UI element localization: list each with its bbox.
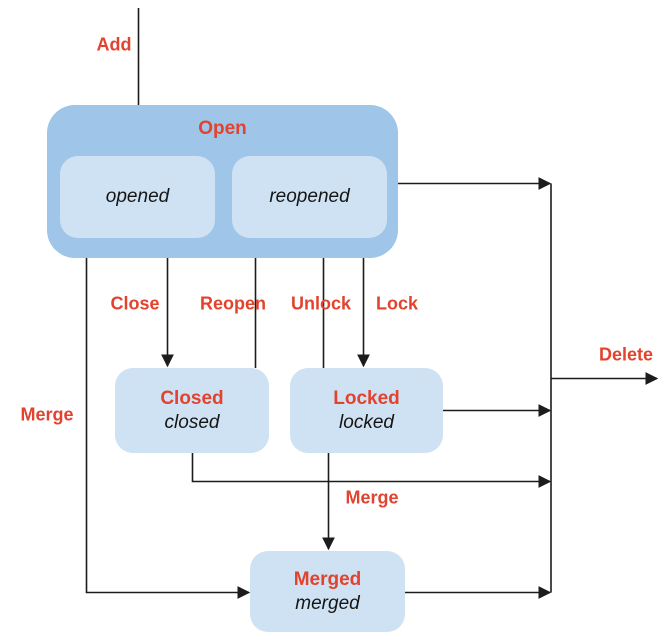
state-merged-title: Merged xyxy=(293,568,362,590)
transition-label-delete: Delete xyxy=(598,344,654,365)
state-open-group: Open opened reopened xyxy=(47,105,398,258)
transition-label-merge-left: Merge xyxy=(20,404,74,425)
state-locked: Locked locked xyxy=(290,368,443,453)
state-reopened-label: reopened xyxy=(269,186,350,207)
state-locked-title: Locked xyxy=(333,387,400,409)
transition-label-reopen: Reopen xyxy=(199,293,267,314)
transition-label-unlock: Unlock xyxy=(290,293,352,314)
state-opened: opened xyxy=(60,156,215,238)
transition-label-add: Add xyxy=(96,34,132,55)
state-reopened: reopened xyxy=(232,156,387,238)
edge-open-merge-arrow xyxy=(85,258,251,599)
state-locked-code: locked xyxy=(339,411,394,433)
state-closed-code: closed xyxy=(164,411,220,433)
state-closed-title: Closed xyxy=(160,387,224,409)
edge-closed-to-delete-bus xyxy=(191,453,552,488)
state-opened-label: opened xyxy=(105,186,170,207)
transition-label-merge-center: Merge xyxy=(345,487,399,508)
transition-label-lock: Lock xyxy=(375,293,419,314)
transition-label-close: Close xyxy=(110,293,160,314)
state-merged: Merged merged xyxy=(250,551,405,632)
open-group-title: Open xyxy=(198,118,247,139)
state-merged-code: merged xyxy=(295,592,360,614)
state-closed: Closed closed xyxy=(115,368,269,453)
